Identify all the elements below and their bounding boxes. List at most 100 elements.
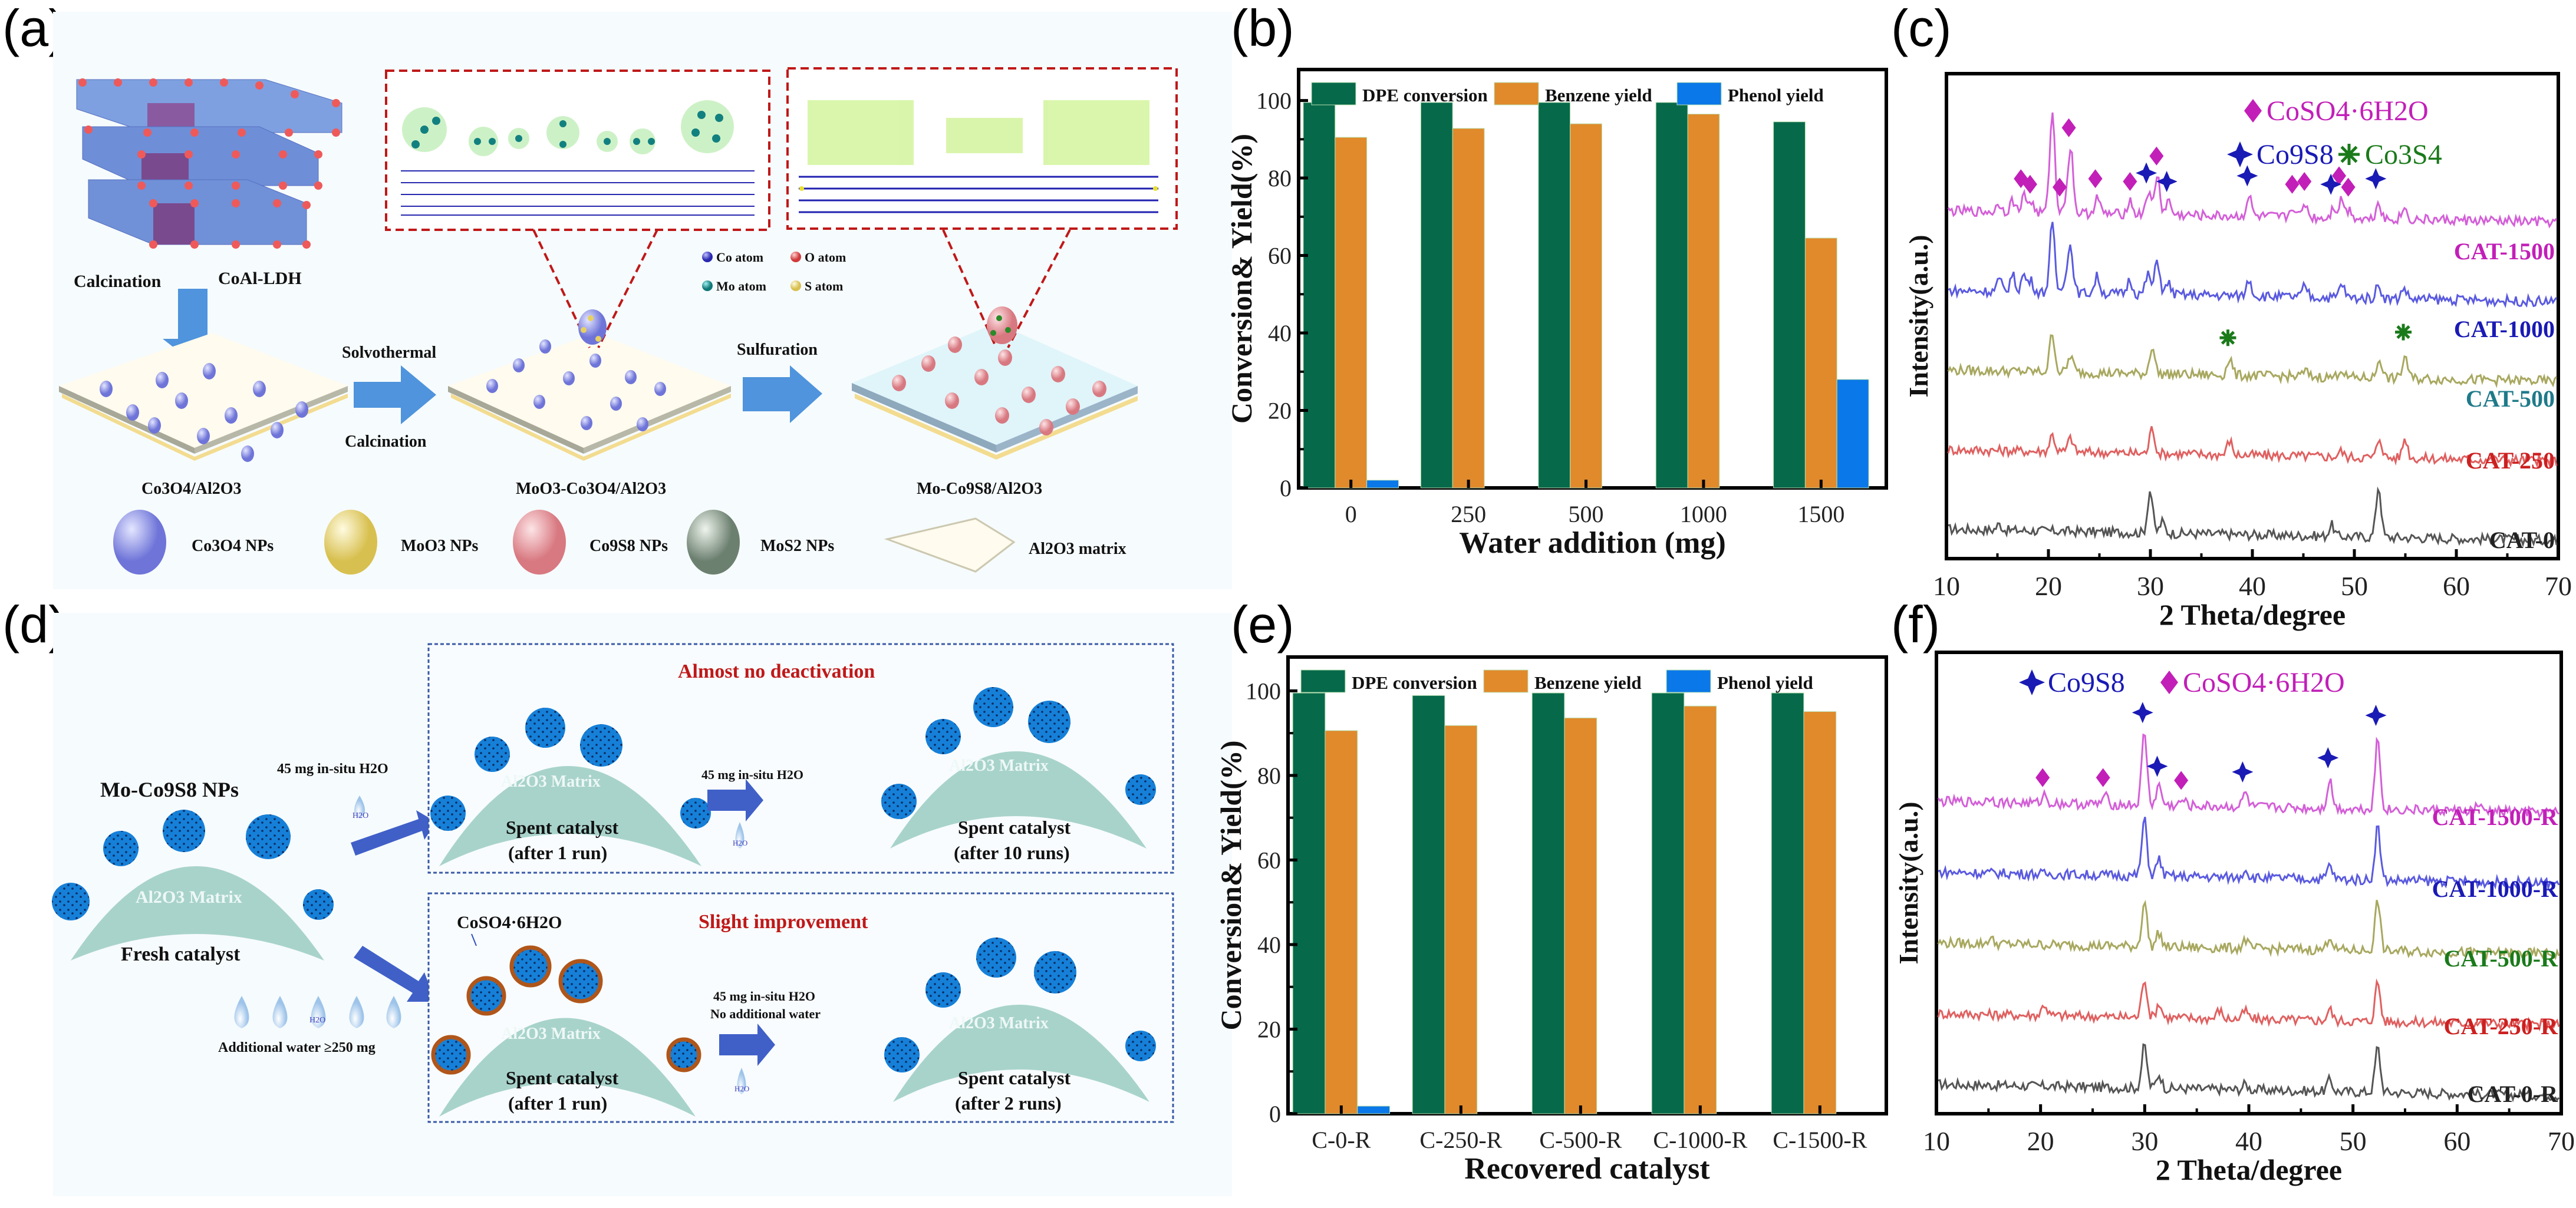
co9s8-marker [2146,755,2168,777]
calcination-label: Calcination [74,272,162,291]
bottom-right-matrix-label: Al2O3 Matrix [949,1014,1049,1032]
sulfuration-arrow [743,365,822,423]
y-tick-label: 0 [1280,475,1292,501]
y-tick-label: 0 [1269,1101,1281,1127]
x-tick-label: 250 [1451,501,1486,527]
spent-catalyst-1run-bottom [431,945,701,1117]
mos2-layers [808,100,1149,165]
sulfuration-label: Sulfuration [737,341,818,359]
co9s8-marker [2236,165,2258,187]
coso4-marker [2022,174,2037,194]
x-tick-label: 500 [1569,501,1604,527]
additional-water-label: Additional water ≥250 mg [218,1040,375,1055]
co9s8-marker [2317,747,2339,768]
xrd-trace-cat-500 [1947,334,2558,388]
co9s8-marker [2365,168,2387,190]
x-tick-label: 10 [1933,571,1960,601]
xrd-trace-cat-1000-r [1938,816,2560,892]
x-tick-label: 1000 [1680,501,1727,527]
y-axis-title: Intensity(a.u.) [1893,801,1923,964]
co9s8-marker [2156,171,2178,192]
bar-dpe-conversion [1651,692,1685,1114]
legend-swatch-benzene-yield [1494,82,1539,105]
np-legend-co3o4: Co3O4 NPs [192,537,274,555]
solvothermal-arrow [354,365,436,424]
np-legend-mos2: MoS2 NPs [760,537,834,555]
x-tick-label: 40 [2239,571,2266,601]
arrow-to-bottom-box [354,946,435,1002]
coal-ldh-structure [76,78,342,249]
asterisk-ray [2226,331,2235,339]
x-axis-title: Recovered catalyst [1464,1152,1710,1186]
xrd-trace-cat-0 [1948,486,2558,548]
coso4-marker [2061,118,2076,137]
x-tick-label: 30 [2131,1126,2158,1156]
fresh-catalyst-label: Fresh catalyst [121,943,241,965]
x-tick-label: 60 [2443,571,2470,601]
x-tick-label: C-500-R [1539,1127,1622,1153]
additional-water-drop-label: H2O [309,1016,325,1025]
legend-co9s8-label: Co9S8 [2257,139,2334,170]
trace-label-cat-0-r: CAT-0-R [2468,1081,2558,1107]
bottom-result-box [427,892,1174,1123]
top-middle-water-drop-icon [735,822,745,849]
legend-co3s4-marker [2338,144,2360,165]
bar-benzene-yield [1803,711,1837,1114]
coal-ldh-label: CoAl-LDH [218,269,302,288]
x-tick-label: 60 [2443,1126,2470,1156]
bar-benzene-yield [1325,730,1358,1114]
top-middle-water-label: H2O [733,839,747,847]
bar-benzene-yield [1335,137,1368,489]
y-axis-title: Conversion& Yield(%) [1225,134,1258,424]
bar-benzene-yield [1684,705,1717,1114]
coso4-marker [2149,146,2164,166]
coso4-marker [2341,177,2356,197]
mo-co9s8-al2o3-plate [852,323,1138,460]
bar-dpe-conversion [1531,692,1565,1114]
bar-benzene-yield [1452,128,1485,489]
top-middle-insitu-label: 45 mg in-situ H2O [701,767,803,782]
coso4-label: CoSO4·6H2O [457,913,562,932]
x-tick-label: 70 [2545,571,2572,601]
xrd-trace-cat-500-r [1937,899,2560,961]
bar-dpe-conversion [1771,692,1804,1114]
x-tick-label: C-1000-R [1653,1127,1747,1153]
top-left-matrix-label: Al2O3 Matrix [501,773,601,791]
co3s4-marker [2395,324,2412,341]
legend-swatch-dpe-conversion [1311,82,1356,105]
bar-benzene-yield [1687,114,1720,489]
insitu-water-label: 45 mg in-situ H2O [277,761,388,777]
bar-dpe-conversion [1292,692,1326,1114]
y-tick-label: 40 [1257,932,1281,958]
x-tick-label: 50 [2340,1126,2367,1156]
bar-benzene-yield [1444,725,1478,1114]
y-tick-label: 80 [1257,763,1281,789]
spent-catalyst-10runs [881,687,1156,849]
bottom-box-title: Slight improvement [699,911,868,933]
x-tick-label: C-1500-R [1773,1127,1867,1153]
additional-water-drops [234,996,401,1028]
y-tick-label: 60 [1268,243,1292,269]
bar-dpe-conversion [1538,102,1571,489]
xrd-trace-cat-1500-r [1937,733,2560,819]
x-tick-label: 40 [2235,1126,2262,1156]
trace-label-cat-1000-r: CAT-1000-R [2432,876,2558,902]
stage3-label: Mo-Co9S8/Al2O3 [917,480,1042,498]
legend-swatch-benzene-yield [1483,669,1529,693]
co3o4-particle-zoom [578,309,607,345]
np-legend-moo3: MoO3 NPs [401,537,479,555]
x-tick-label: 70 [2548,1126,2575,1156]
y-axis-title: Intensity(a.u.) [1903,235,1933,397]
top-left-after-label: (after 1 run) [508,842,607,863]
asterisk-ray [2348,146,2358,156]
legend-coso4-label: CoSO4·6H2O [2267,95,2429,127]
legend-co9s8-label: Co9S8 [2048,667,2125,698]
arrow-to-top-box [351,810,436,856]
trace-label-cat-500-r: CAT-500-R [2444,945,2558,972]
atom-legend-co: Co atom [716,250,763,265]
x-tick-label: 50 [2341,571,2368,601]
bottom-middle-water-drop-icon [737,1068,746,1094]
panel-d-scheme: Mo-Co9S8 NPs Al2O3 Matrix Fresh catalyst… [52,643,1174,1123]
legend-label: Benzene yield [1534,672,1642,693]
